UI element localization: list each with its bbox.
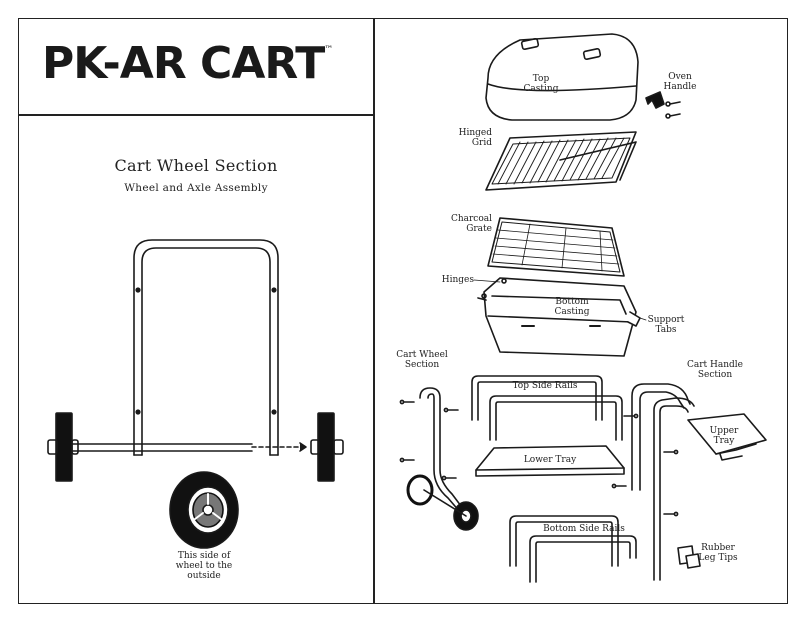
charcoal-grate-part: [487, 217, 625, 277]
top-side-rails-part: [471, 375, 639, 441]
lower-tray-part: [475, 445, 625, 477]
label-hinges: Hinges: [441, 275, 474, 285]
label-rubber-leg-tips: Rubber Leg Tips: [698, 543, 738, 563]
cart-wheel-section-part: [399, 387, 479, 531]
cart-frame-large: [133, 239, 279, 456]
rubber-leg-tips-part: [677, 545, 701, 569]
header-divider: [18, 114, 374, 116]
left-section-subtitle: Wheel and Axle Assembly: [124, 182, 268, 194]
label-lower-tray: Lower Tray: [523, 455, 577, 465]
label-bottom-casting: Bottom Casting: [554, 297, 590, 317]
upper-tray-part: [687, 413, 767, 461]
brand-name: PK-AR CART: [42, 38, 325, 89]
label-cart-handle-section: Cart Handle Section: [686, 360, 743, 380]
label-charcoal-grate: Charcoal Grate: [450, 214, 492, 234]
wheel-left: [47, 412, 79, 482]
page-frame: [18, 18, 788, 604]
brand-trademark: ™: [324, 45, 333, 55]
cart-handle-section-part: [611, 383, 695, 581]
left-section-title: Cart Wheel Section: [114, 156, 278, 175]
label-support-tabs: Support Tabs: [647, 315, 685, 335]
wheel-orientation-note: This side of wheel to the outside: [175, 551, 233, 581]
label-cart-wheel-section: Cart Wheel Section: [396, 350, 448, 370]
bottom-side-rails-part: [509, 515, 637, 583]
hinged-grid-part: [485, 131, 637, 191]
label-top-casting: Top Casting: [523, 74, 559, 94]
label-hinged-grid: Hinged Grid: [458, 128, 492, 148]
center-divider: [373, 18, 375, 604]
label-top-side-rails: Top Side Rails: [512, 381, 578, 391]
brand-logo: PK-AR CART™: [42, 42, 333, 86]
bottom-casting-part: [477, 277, 641, 357]
label-upper-tray: Upper Tray: [709, 426, 739, 446]
axle: [71, 442, 307, 452]
wheel-detail: [169, 471, 239, 549]
label-bottom-side-rails: Bottom Side Rails: [543, 524, 625, 534]
top-casting-part: [485, 33, 639, 121]
oven-handle-part: [645, 91, 681, 119]
wheel-right: [310, 412, 344, 482]
label-oven-handle: Oven Handle: [663, 72, 697, 92]
